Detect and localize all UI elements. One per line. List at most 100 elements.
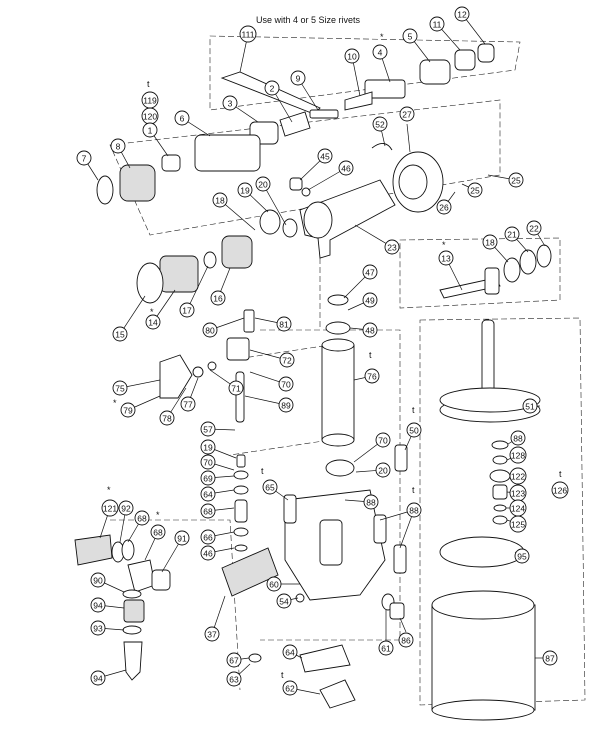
callout-number: 8 xyxy=(116,142,121,152)
callout-number: 76 xyxy=(367,372,377,382)
part-callout-63: 63 xyxy=(226,671,242,687)
callout-number: 94 xyxy=(93,674,103,684)
callout-circle xyxy=(134,510,150,526)
part-callout-70: 70 xyxy=(200,454,216,470)
part-callout-54: 54 xyxy=(276,593,292,609)
callout-circle xyxy=(76,150,92,166)
part-callout-91: 91 xyxy=(174,530,190,546)
callout-number: 68 xyxy=(153,528,163,538)
part-callout-121: 121 xyxy=(101,499,119,517)
callout-circle xyxy=(436,199,452,215)
callout-number: 26 xyxy=(439,203,449,213)
callout-circle xyxy=(317,148,333,164)
callout-circle xyxy=(278,376,294,392)
part-callout-10: 10 xyxy=(344,48,360,64)
callout-number: 5 xyxy=(408,32,413,42)
callout-number: 20 xyxy=(378,466,388,476)
callout-circle xyxy=(276,593,292,609)
note-mark: * xyxy=(442,240,446,250)
callout-number: 4 xyxy=(378,48,383,58)
callout-circle xyxy=(174,110,190,126)
callout-circle xyxy=(101,499,119,517)
callout-group: 1114511121092361191201875227454625262520… xyxy=(76,6,569,696)
part-callout-88: 88 xyxy=(363,494,379,510)
callout-number: 25 xyxy=(511,176,521,186)
callout-circle xyxy=(222,95,238,111)
callout-number: 64 xyxy=(203,490,213,500)
callout-number: 50 xyxy=(409,426,419,436)
callout-circle xyxy=(467,182,483,198)
part-callout-126: 126 xyxy=(551,481,569,499)
part-callout-68: 68 xyxy=(150,524,166,540)
callout-number: 93 xyxy=(93,624,103,634)
callout-circle xyxy=(174,530,190,546)
note-mark: t xyxy=(147,79,150,89)
callout-number: 75 xyxy=(115,384,125,394)
callout-circle xyxy=(90,620,106,636)
part-callout-111: 111 xyxy=(239,25,257,43)
callout-number: 81 xyxy=(279,320,289,330)
callout-number: 19 xyxy=(240,186,250,196)
part-callout-23: 23 xyxy=(384,239,400,255)
part-callout-66: 66 xyxy=(200,529,216,545)
callout-number: 88 xyxy=(409,506,419,516)
callout-number: 16 xyxy=(213,294,223,304)
callout-number: 1 xyxy=(148,126,153,136)
callout-circle xyxy=(362,264,378,280)
part-callout-120: 120 xyxy=(141,107,159,125)
part-callout-51: 51 xyxy=(522,398,538,414)
part-callout-12: 12 xyxy=(454,6,470,22)
part-callout-92: 92 xyxy=(118,500,134,516)
part-callout-89: 89 xyxy=(278,397,294,413)
callout-number: 12 xyxy=(457,10,467,20)
part-drawings xyxy=(74,43,552,721)
part-callout-94: 94 xyxy=(90,597,106,613)
part-callout-90: 90 xyxy=(90,572,106,588)
callout-circle xyxy=(112,380,128,396)
callout-circle xyxy=(266,576,282,592)
callout-circle xyxy=(262,479,278,495)
part-callout-64: 64 xyxy=(200,486,216,502)
part-callout-7: 7 xyxy=(76,150,92,166)
callout-number: 18 xyxy=(485,238,495,248)
part-callout-46: 46 xyxy=(200,545,216,561)
part-callout-3: 3 xyxy=(222,95,238,111)
part-callout-20: 20 xyxy=(255,176,271,192)
callout-number: 2 xyxy=(270,84,275,94)
part-callout-72: 72 xyxy=(279,352,295,368)
part-callout-13: 13 xyxy=(438,250,454,266)
callout-number: 80 xyxy=(205,326,215,336)
part-callout-67: 67 xyxy=(226,652,242,668)
callout-circle xyxy=(510,430,526,446)
callout-number: 111 xyxy=(242,30,255,40)
callout-circle xyxy=(429,16,445,32)
callout-number: 126 xyxy=(553,486,567,496)
callout-circle xyxy=(179,302,195,318)
callout-number: 123 xyxy=(511,489,525,499)
part-callout-128: 128 xyxy=(509,446,527,464)
callout-number: 63 xyxy=(229,675,239,685)
callout-circle xyxy=(142,122,158,138)
callout-circle xyxy=(264,80,280,96)
callout-number: 65 xyxy=(265,483,275,493)
part-callout-68: 68 xyxy=(134,510,150,526)
part-callout-75: 75 xyxy=(112,380,128,396)
callout-circle xyxy=(112,326,128,342)
part-callout-50: 50 xyxy=(406,422,422,438)
callout-number: 68 xyxy=(137,514,147,524)
callout-circle xyxy=(375,462,391,478)
callout-number: 125 xyxy=(511,520,525,530)
part-callout-68: 68 xyxy=(200,503,216,519)
callout-number: 78 xyxy=(162,414,172,424)
callout-circle xyxy=(526,220,542,236)
part-callout-22: 22 xyxy=(526,220,542,236)
callout-number: 46 xyxy=(203,549,213,559)
callout-circle xyxy=(338,160,354,176)
part-callout-18: 18 xyxy=(212,192,228,208)
part-callout-6: 6 xyxy=(174,110,190,126)
part-callout-21: 21 xyxy=(504,226,520,242)
callout-number: 62 xyxy=(285,684,295,694)
callout-circle xyxy=(120,402,136,418)
part-callout-25: 25 xyxy=(467,182,483,198)
